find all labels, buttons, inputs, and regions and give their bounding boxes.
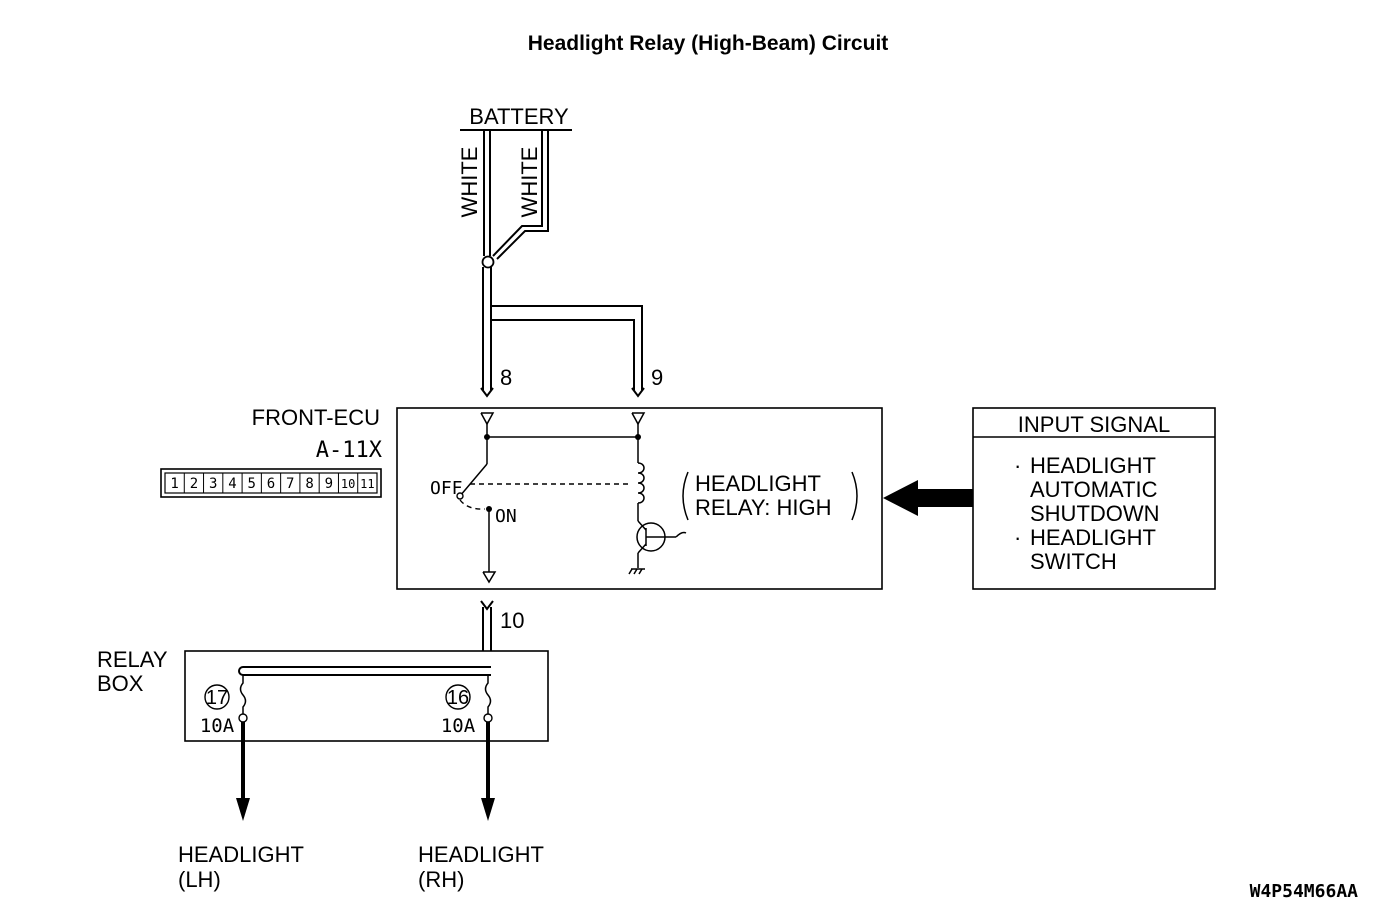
fuse-17: 17 10A	[200, 675, 248, 737]
headlight-lh-line2: (LH)	[178, 867, 221, 892]
input-signal: INPUT SIGNAL · HEADLIGHT AUTOMATIC SHUTD…	[883, 407, 1216, 590]
input-signal-item-1-line3: SHUTDOWN	[1030, 501, 1160, 526]
fuse-16-rating: 10A	[441, 715, 476, 737]
wire-color-left: WHITE	[457, 147, 482, 218]
input-signal-item-1-line2: AUTOMATIC	[1030, 477, 1158, 502]
relay-box-label-line2: BOX	[97, 671, 144, 696]
input-signal-arrow	[883, 480, 973, 516]
input-signal-box	[972, 407, 1216, 590]
fuse-17-number: 17	[206, 687, 228, 709]
connector-pin-7: 7	[286, 476, 294, 492]
headlight-lh-line1: HEADLIGHT	[178, 842, 304, 867]
headlight-outputs: HEADLIGHT (LH) HEADLIGHT (RH)	[178, 722, 544, 892]
fuse-16-number: 16	[447, 687, 469, 709]
input-signal-bullet: ·	[1014, 453, 1021, 478]
relay-switch-blade	[459, 463, 488, 497]
connector-pin-6: 6	[267, 476, 275, 492]
arrow-down-icon	[481, 798, 495, 821]
fuse-16: 16 10A	[441, 675, 493, 737]
input-signal-item-2-line2: SWITCH	[1030, 549, 1117, 574]
figure-code: W4P54M66AA	[1250, 881, 1359, 902]
ecu-connector-code: A-11X	[316, 438, 383, 463]
relay-coil	[637, 437, 645, 521]
input-signal-item-2-line1: HEADLIGHT	[1030, 525, 1156, 550]
relay-transistor	[628, 520, 687, 575]
headlight-rh-line1: HEADLIGHT	[418, 842, 544, 867]
wire-color-right: WHITE	[517, 147, 542, 218]
terminal-9-label: 9	[651, 365, 663, 390]
connector-pin-8: 8	[305, 476, 313, 492]
terminal-10-label: 10	[500, 608, 524, 633]
connector-pin-11: 11	[360, 477, 374, 491]
relay-box: RELAY BOX 17 10A 16 10A	[97, 647, 549, 742]
output-wire: 10	[480, 600, 524, 676]
connector-pin-4: 4	[228, 476, 236, 492]
input-signal-header: INPUT SIGNAL	[1018, 412, 1170, 437]
connector-pin-3: 3	[209, 476, 217, 492]
diagram-title: Headlight Relay (High-Beam) Circuit	[528, 32, 889, 55]
relay-label-line1: HEADLIGHT	[695, 471, 821, 496]
feed-wires: 8 9	[480, 267, 663, 398]
arrow-down-icon	[236, 798, 250, 821]
ecu-name: FRONT-ECU	[252, 405, 380, 430]
switch-off-label: OFF	[430, 478, 463, 499]
headlight-rh-line2: (RH)	[418, 867, 464, 892]
relay-box-outline	[184, 650, 549, 742]
input-signal-item-1-line1: HEADLIGHT	[1030, 453, 1156, 478]
connector-pin-9: 9	[325, 476, 333, 492]
connector-pin-5: 5	[248, 476, 256, 492]
fuse-17-rating: 10A	[200, 715, 235, 737]
battery: BATTERY WHITE WHITE	[457, 104, 572, 269]
relay-label-line2: RELAY: HIGH	[695, 495, 832, 520]
input-signal-bullet: ·	[1014, 525, 1021, 550]
switch-on-label: ON	[495, 506, 517, 527]
connector-pin-2: 2	[190, 476, 198, 492]
battery-label: BATTERY	[469, 104, 569, 129]
terminal-8-label: 8	[500, 365, 512, 390]
connector-pin-1: 1	[170, 476, 178, 492]
splice-point	[481, 255, 495, 269]
relay-box-label-line1: RELAY	[97, 647, 168, 672]
connector-pin-10: 10	[341, 477, 355, 491]
